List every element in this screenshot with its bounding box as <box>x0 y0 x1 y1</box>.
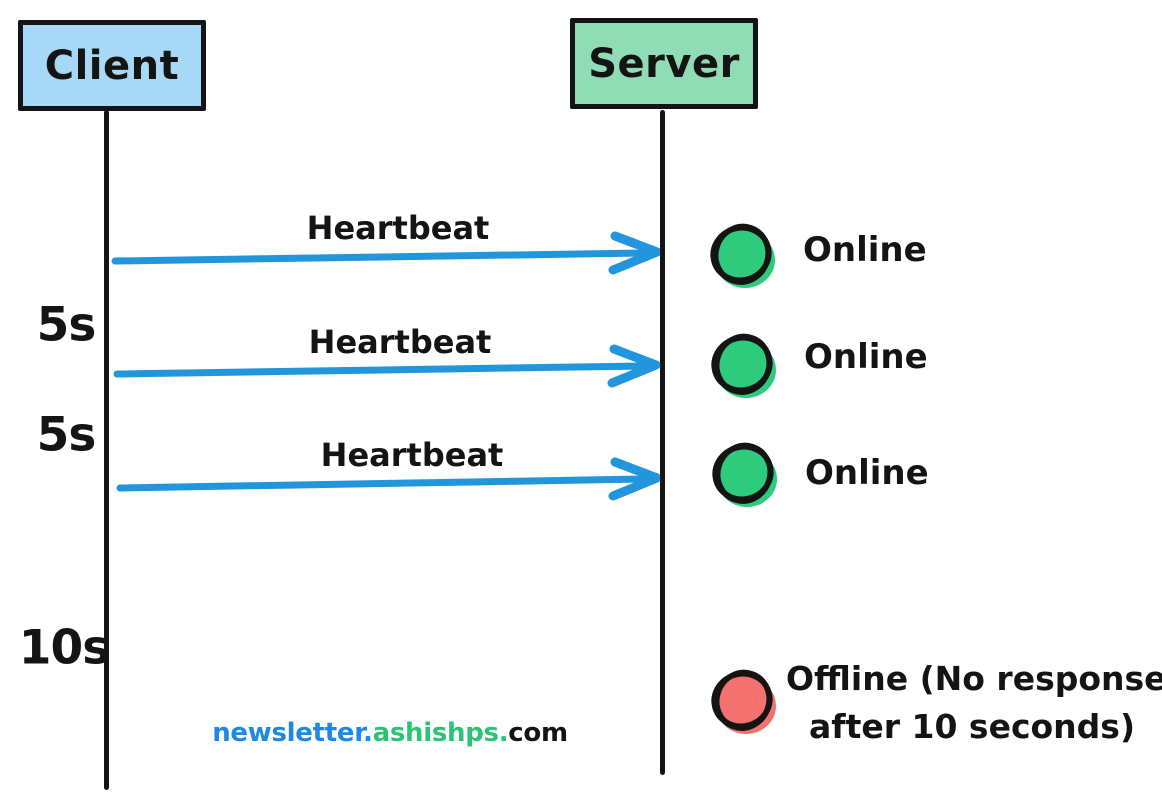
online-indicator-2 <box>708 330 776 399</box>
heartbeat-label-1: Heartbeat <box>306 209 490 247</box>
interval-label-5s-1: 5s <box>36 297 97 353</box>
footer-segment-dot1: . <box>363 718 373 748</box>
heartbeat-label-3: Heartbeat <box>320 436 504 474</box>
online-status-3: Online <box>805 453 929 493</box>
server-label: Server <box>588 40 740 87</box>
interval-label-10s: 10s <box>18 620 110 676</box>
footer-segment-newsletter: newsletter <box>212 718 364 748</box>
server-actor-box: Server <box>570 18 758 109</box>
client-lifeline <box>104 110 109 790</box>
footer-segment-dot2: . <box>498 718 509 748</box>
offline-indicator <box>708 666 776 735</box>
footer-segment-ashishps: ashishps <box>372 718 499 748</box>
interval-label-5s-2: 5s <box>36 407 97 463</box>
online-indicator-3 <box>709 439 777 508</box>
online-indicator-1 <box>707 220 775 289</box>
server-lifeline <box>660 110 665 775</box>
online-status-1: Online <box>803 230 927 270</box>
offline-note-line1: Offline (No response <box>786 659 1162 698</box>
footer-segment-com: com <box>508 718 568 748</box>
offline-status-note: Offline (No response after 10 seconds) <box>786 655 1162 751</box>
footer-watermark: newsletter.ashishps.com <box>212 718 568 748</box>
heartbeat-label-2: Heartbeat <box>308 323 492 361</box>
client-label: Client <box>44 42 180 89</box>
offline-note-line2: after 10 seconds) <box>808 707 1136 746</box>
client-actor-box: Client <box>18 20 206 111</box>
online-status-2: Online <box>804 337 928 377</box>
